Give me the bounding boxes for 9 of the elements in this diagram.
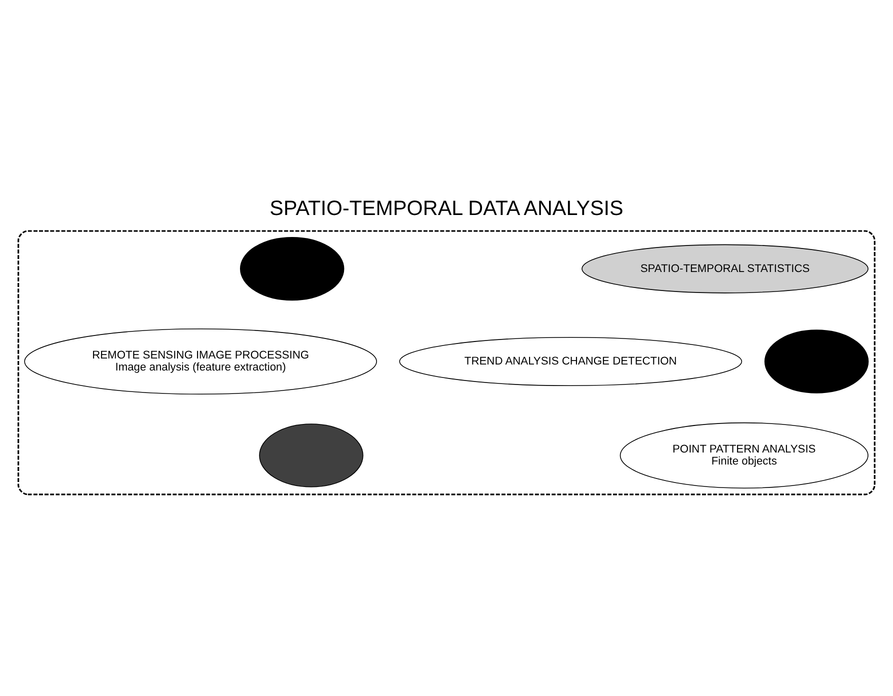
node-ellipse: REMOTE SENSING IMAGE PROCESSING Image analysis (feature extraction) bbox=[24, 328, 377, 395]
diagram-title: SPATIO-TEMPORAL DATA ANALYSIS bbox=[270, 196, 624, 220]
node-cloud bbox=[259, 424, 364, 488]
node-ellipse: SPATIO-TEMPORAL STATISTICS bbox=[582, 244, 868, 294]
cluster bbox=[18, 230, 876, 496]
node-ellipse: TREND ANALYSIS CHANGE DETECTION bbox=[399, 337, 742, 386]
node-ellipse: POINT PATTERN ANALYSIS Finite objects bbox=[620, 422, 868, 488]
node-cloud bbox=[240, 236, 344, 301]
node-cloud bbox=[764, 330, 869, 394]
